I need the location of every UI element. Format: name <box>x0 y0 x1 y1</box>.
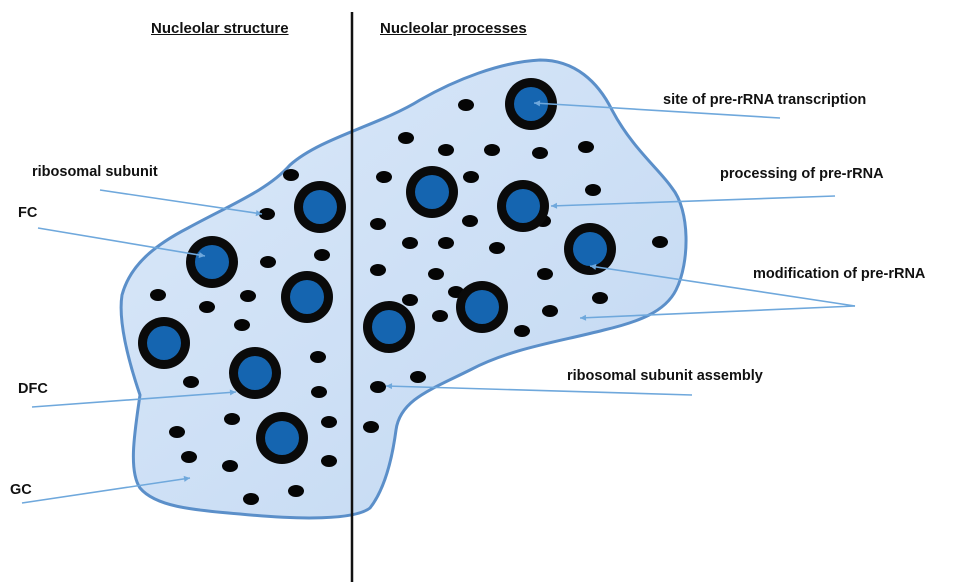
small-dot-10 <box>585 184 601 196</box>
label-processing: processing of pre-rRNA <box>720 166 884 182</box>
small-dot-43 <box>181 451 197 463</box>
small-dot-12 <box>370 218 386 230</box>
label-gc: GC <box>10 482 32 498</box>
small-dot-2 <box>398 132 414 144</box>
small-dot-36 <box>370 381 386 393</box>
small-dot-45 <box>321 455 337 467</box>
small-dot-35 <box>183 376 199 388</box>
small-dot-5 <box>532 147 548 159</box>
small-dot-6 <box>578 141 594 153</box>
label-fc: FC <box>18 205 37 221</box>
small-dot-41 <box>363 421 379 433</box>
small-dot-4 <box>484 144 500 156</box>
small-dot-7 <box>283 169 299 181</box>
small-dot-22 <box>428 268 444 280</box>
small-dot-19 <box>260 256 276 268</box>
fc-ring-4 <box>497 180 549 232</box>
fc-ring-2 <box>294 181 346 233</box>
nucleolus-outline <box>121 60 686 518</box>
label-site-of-transcription: site of pre-rRNA transcription <box>663 92 866 108</box>
small-dot-38 <box>311 386 327 398</box>
small-dot-31 <box>432 310 448 322</box>
fc-ring-8 <box>138 317 190 369</box>
fc-ring-11 <box>229 347 281 399</box>
fc-ring-5 <box>186 236 238 288</box>
heading-nucleolar-processes: Nucleolar processes <box>380 20 527 37</box>
fc-ring-9 <box>456 281 508 333</box>
small-dot-46 <box>288 485 304 497</box>
small-dot-18 <box>652 236 668 248</box>
small-dot-37 <box>410 371 426 383</box>
small-dot-26 <box>199 301 215 313</box>
small-dot-17 <box>489 242 505 254</box>
fc-ring-6 <box>564 223 616 275</box>
fc-ring-12 <box>256 412 308 464</box>
small-dot-32 <box>542 305 558 317</box>
small-dot-29 <box>592 292 608 304</box>
small-dot-16 <box>438 237 454 249</box>
small-dot-30 <box>234 319 250 331</box>
small-dot-27 <box>402 294 418 306</box>
fc-ring-10 <box>363 301 415 353</box>
small-dot-20 <box>314 249 330 261</box>
small-dot-23 <box>537 268 553 280</box>
small-dot-9 <box>463 171 479 183</box>
small-dot-15 <box>402 237 418 249</box>
fc-ring-7 <box>281 271 333 323</box>
fc-ring-3 <box>406 166 458 218</box>
small-dot-3 <box>438 144 454 156</box>
small-dot-13 <box>462 215 478 227</box>
small-dot-47 <box>243 493 259 505</box>
small-dot-34 <box>310 351 326 363</box>
small-dot-24 <box>150 289 166 301</box>
small-dot-44 <box>222 460 238 472</box>
label-ribosomal-subunit-assembly: ribosomal subunit assembly <box>567 368 763 384</box>
small-dot-25 <box>240 290 256 302</box>
label-modification: modification of pre-rRNA <box>753 266 925 282</box>
small-dot-40 <box>169 426 185 438</box>
label-dfc: DFC <box>18 381 48 397</box>
small-dot-33 <box>514 325 530 337</box>
label-ribosomal-subunit: ribosomal subunit <box>32 164 158 180</box>
small-dot-39 <box>224 413 240 425</box>
small-dot-8 <box>376 171 392 183</box>
heading-nucleolar-structure: Nucleolar structure <box>151 20 289 37</box>
small-dot-21 <box>370 264 386 276</box>
small-dot-42 <box>321 416 337 428</box>
small-dot-1 <box>458 99 474 111</box>
